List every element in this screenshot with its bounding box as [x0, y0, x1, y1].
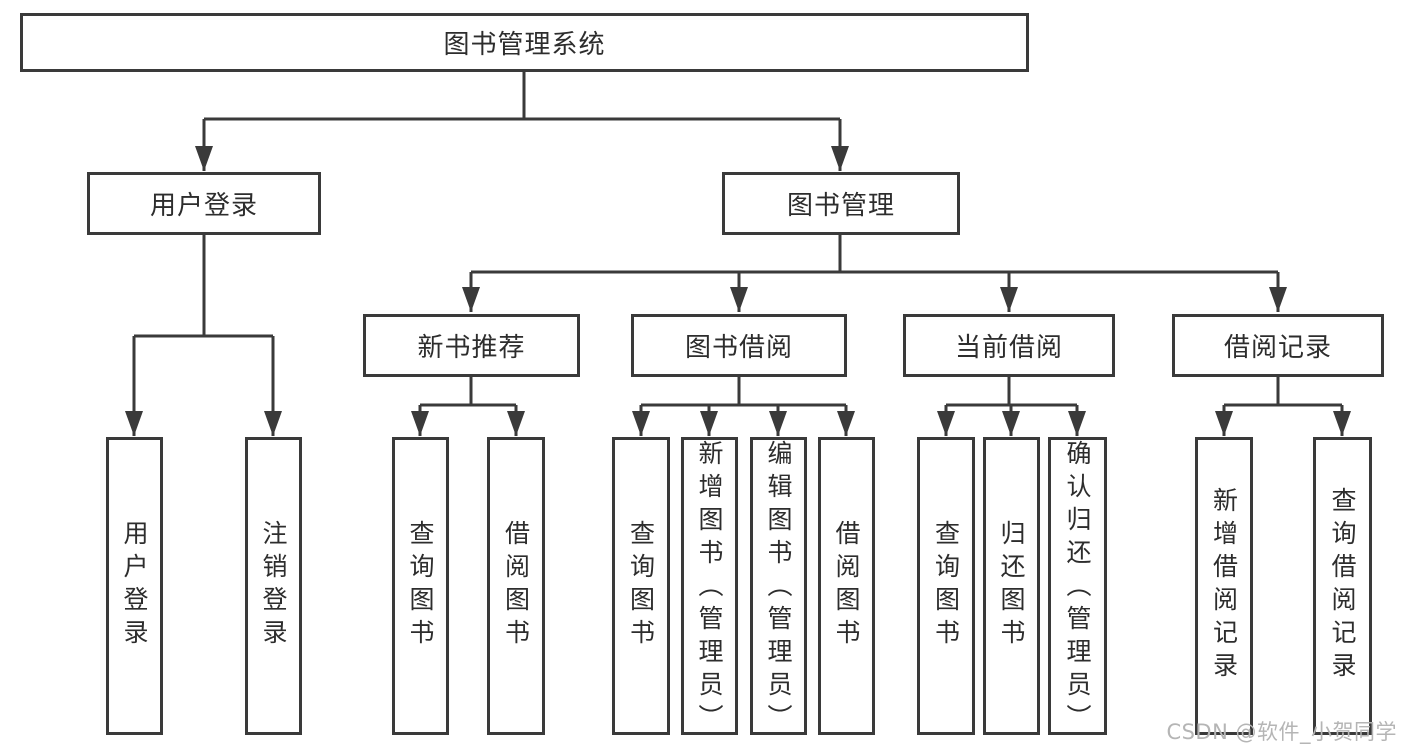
node-label: 新增借阅记录 — [1209, 487, 1239, 685]
node-label: 图书借阅 — [684, 333, 793, 363]
csdn-watermark: CSDN @软件_小贺同学 — [1166, 720, 1397, 744]
node-label: 借阅记录 — [1223, 333, 1332, 363]
leaf-logout: 注销登录 — [245, 437, 302, 735]
leaf-query-books-2: 查询图书 — [612, 437, 670, 735]
node-borrowing-records: 借阅记录 — [1172, 314, 1384, 377]
leaf-confirm-return-admin: 确认归还（管理员） — [1048, 437, 1107, 737]
node-label: 编辑图书（管理员） — [764, 440, 793, 737]
node-label: 用户登录 — [120, 520, 149, 652]
node-label: 查询借阅记录 — [1328, 487, 1357, 685]
node-label: 新书推荐 — [417, 333, 526, 363]
leaf-return-books: 归还图书 — [983, 437, 1040, 735]
leaf-borrow-books-1: 借阅图书 — [487, 437, 545, 735]
leaf-query-books-3: 查询图书 — [917, 437, 975, 735]
node-book-management: 图书管理 — [722, 172, 960, 235]
leaf-borrow-books-2: 借阅图书 — [818, 437, 875, 735]
leaf-add-borrow-record: 新增借阅记录 — [1195, 437, 1253, 735]
leaf-edit-book-admin: 编辑图书（管理员） — [750, 437, 807, 737]
node-label: 查询图书 — [406, 520, 435, 652]
node-label: 确认归还（管理员） — [1063, 440, 1092, 737]
node-label: 当前借阅 — [954, 333, 1063, 363]
node-label: 归还图书 — [997, 520, 1026, 652]
leaf-user-login: 用户登录 — [106, 437, 163, 735]
node-label: 注销登录 — [259, 520, 288, 652]
node-label: 借阅图书 — [832, 520, 861, 652]
node-library-system: 图书管理系统 — [20, 13, 1029, 72]
node-label: 查询图书 — [931, 520, 961, 652]
node-label: 图书管理 — [786, 191, 895, 221]
leaf-query-books-1: 查询图书 — [392, 437, 449, 735]
leaf-add-book-admin: 新增图书（管理员） — [681, 437, 738, 737]
node-label: 新增图书（管理员） — [695, 440, 724, 737]
node-current-borrowing: 当前借阅 — [903, 314, 1115, 377]
node-label: 用户登录 — [149, 191, 258, 221]
node-book-borrowing: 图书借阅 — [631, 314, 847, 377]
node-label: 查询图书 — [626, 520, 656, 652]
node-label: 借阅图书 — [501, 520, 531, 652]
leaf-query-borrow-record: 查询借阅记录 — [1313, 437, 1372, 735]
node-user-login: 用户登录 — [87, 172, 321, 235]
node-new-book-recommend: 新书推荐 — [363, 314, 580, 377]
node-label: 图书管理系统 — [443, 30, 606, 60]
